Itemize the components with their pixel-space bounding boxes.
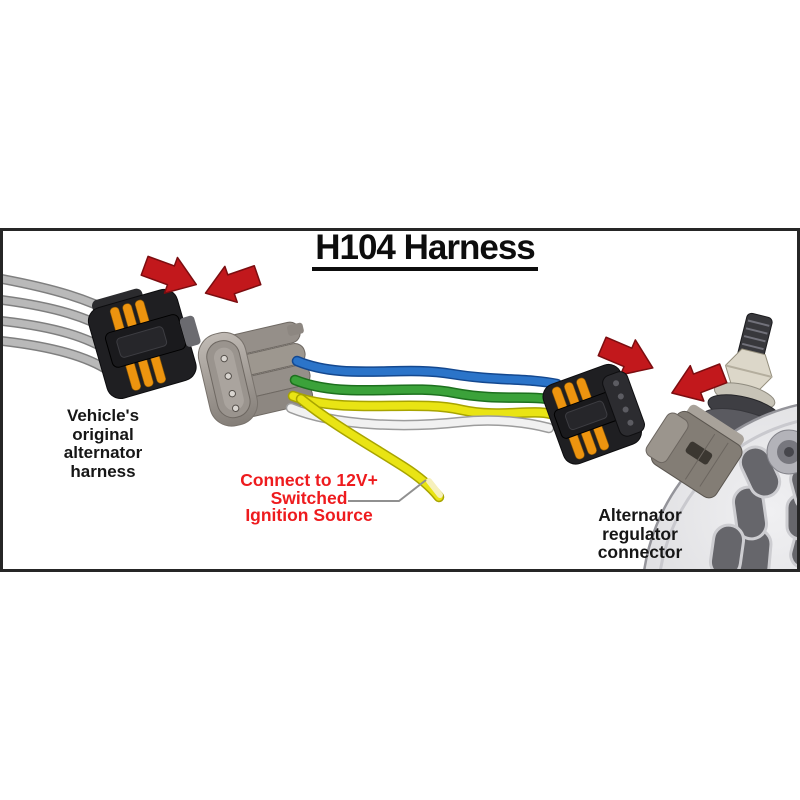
thread-lines <box>739 319 770 358</box>
diagram-frame <box>0 228 800 572</box>
latch-detail <box>564 400 608 431</box>
ignition-wire-yellow <box>297 395 443 501</box>
port-face <box>645 412 689 464</box>
h104-female-connector <box>542 363 645 465</box>
connector-tab <box>286 322 304 336</box>
port-ridges <box>684 433 729 487</box>
green-wire <box>291 376 558 404</box>
yellow-wire <box>289 392 555 418</box>
page-title: H104 Harness <box>275 228 575 271</box>
vent-slot <box>785 493 797 541</box>
connector-face <box>602 371 645 437</box>
label-alternator-connector: Alternator regulator connector <box>597 505 683 562</box>
connector-pins <box>220 354 240 412</box>
arrow-right-icon <box>140 255 198 294</box>
alternator-hub-hole <box>766 429 797 475</box>
alternator-regulator-port <box>645 404 744 499</box>
vent-slot <box>789 464 797 512</box>
harness-illustration <box>3 255 797 569</box>
ignition-wire-bare-tip <box>426 478 443 498</box>
arrow-left-icon <box>671 363 728 402</box>
nut-edge <box>725 364 773 378</box>
port-slot <box>685 441 713 465</box>
vent-slot <box>731 485 769 541</box>
vent-slot <box>708 523 746 569</box>
harness-wires <box>285 355 563 503</box>
push-arrows-right-pair <box>597 336 728 402</box>
latch-detail <box>116 326 168 358</box>
connector-tab <box>179 315 201 347</box>
label-ignition-source: Connect to 12V+ Switched Ignition Source <box>240 470 378 525</box>
page-title-text: H104 Harness <box>312 228 538 271</box>
arrow-left-icon <box>204 265 262 304</box>
arrow-right-icon <box>597 336 654 376</box>
alternator <box>643 312 797 569</box>
vent-slot <box>789 522 797 569</box>
leader-line <box>348 479 427 502</box>
h104-male-connector <box>197 321 314 427</box>
face-holes <box>613 380 634 426</box>
blue-wire <box>293 357 561 388</box>
label-vehicle-harness: Vehicle's original alternator harness <box>63 406 143 481</box>
push-arrows-left-pair <box>140 255 262 304</box>
vehicle-harness-connector <box>87 288 201 400</box>
